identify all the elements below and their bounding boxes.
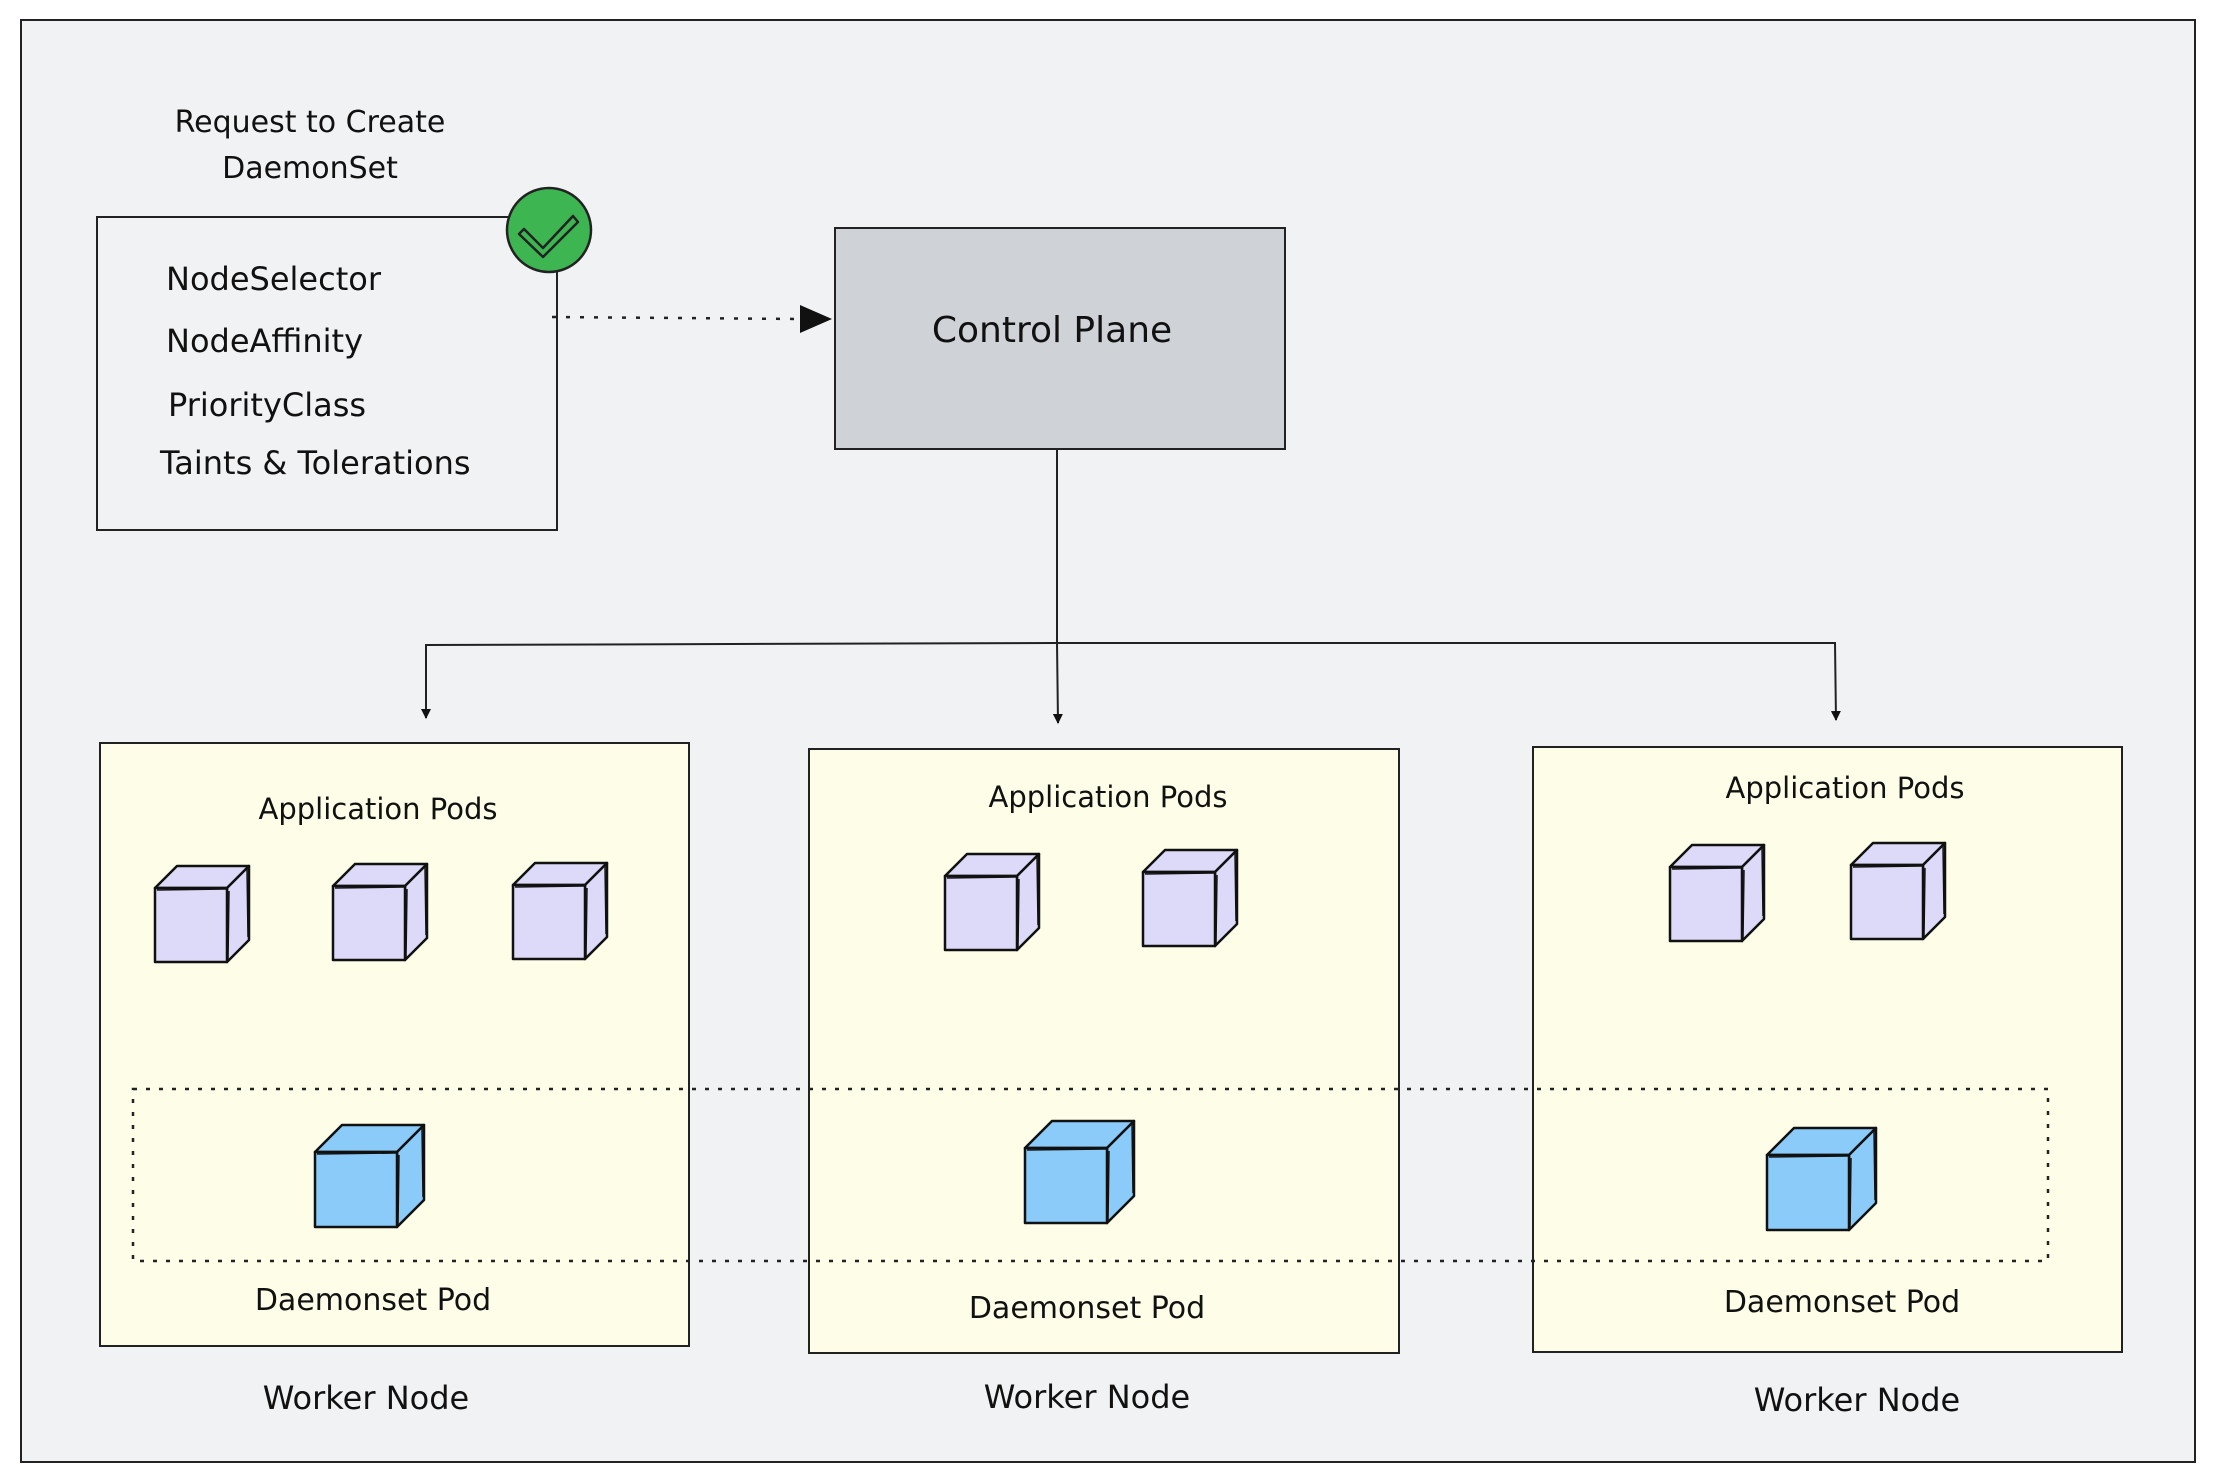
control-plane-connectors <box>421 449 1841 724</box>
control-plane-label: Control Plane <box>931 310 1173 351</box>
daemonset-pod-label-2: Daemonset Pod <box>968 1291 1206 1326</box>
request-item-taints-tolerations: Taints & Tolerations <box>160 444 471 482</box>
control-plane-box <box>834 227 1286 450</box>
daemonset-pod-cube-2 <box>1023 1119 1136 1225</box>
request-title-line-2: DaemonSet <box>222 151 398 186</box>
worker-node-label-3: Worker Node <box>1753 1381 1961 1419</box>
application-pod-cube-1-2 <box>331 862 429 962</box>
application-pod-cube-1-1 <box>153 864 251 964</box>
worker-node-box-2 <box>808 748 1400 1354</box>
request-title: Request to Create DaemonSet <box>175 100 446 192</box>
worker-node-box-1 <box>99 742 690 1347</box>
request-box <box>96 216 558 531</box>
worker-node-label-1: Worker Node <box>262 1379 470 1417</box>
daemonset-pod-cube-1 <box>313 1123 426 1229</box>
worker-node-label-2: Worker Node <box>983 1378 1191 1416</box>
application-pod-cube-3-1 <box>1668 843 1766 943</box>
application-pods-label-2: Application Pods <box>988 780 1228 814</box>
request-item-priority-class: PriorityClass <box>168 386 367 424</box>
request-item-node-selector: NodeSelector <box>166 260 381 298</box>
request-title-line-1: Request to Create <box>174 105 446 140</box>
worker-node-box-3 <box>1532 746 2123 1353</box>
application-pod-cube-2-1 <box>943 852 1041 952</box>
request-item-node-affinity: NodeAffinity <box>166 322 363 360</box>
daemonset-pod-cube-3 <box>1765 1126 1878 1232</box>
application-pod-cube-1-3 <box>511 861 609 961</box>
daemonset-pod-label-3: Daemonset Pod <box>1723 1285 1961 1320</box>
request-arrowhead <box>800 305 832 333</box>
application-pods-label-1: Application Pods <box>258 792 498 826</box>
application-pod-cube-3-2 <box>1849 841 1947 941</box>
application-pods-label-3: Application Pods <box>1725 771 1965 805</box>
daemonset-pod-label-1: Daemonset Pod <box>254 1283 492 1318</box>
daemonset-group <box>131 1087 2050 1263</box>
application-pod-cube-2-2 <box>1141 848 1239 948</box>
check-circle-icon <box>505 186 593 274</box>
